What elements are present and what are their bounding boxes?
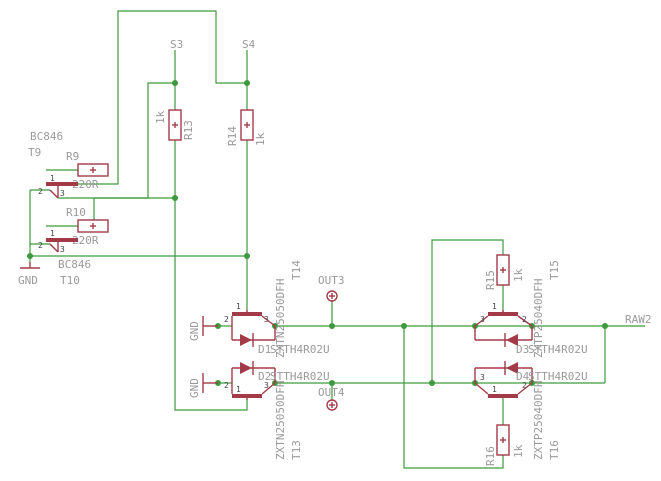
t13-part: ZXTN25050DFH <box>274 381 287 460</box>
t15-pin1: 1 <box>492 302 497 311</box>
gnd-symbol-t13: GND <box>188 373 218 398</box>
t10-pin1: 1 <box>50 229 55 238</box>
t16-pin1: 1 <box>492 385 497 394</box>
r10-value: 220R <box>72 234 99 247</box>
diode-d4[interactable]: D4 STTH4R02U <box>474 361 588 383</box>
r10-name: R10 <box>66 206 86 219</box>
t13-pin1: 1 <box>236 385 241 394</box>
resistor-r13[interactable]: R13 1k <box>154 109 195 141</box>
gnd-label-t13: GND <box>188 378 201 398</box>
transistor-t14[interactable]: 1 2 3 ZXTN25050DFH T14 <box>224 260 303 358</box>
t14-part: ZXTN25050DFH <box>274 279 287 358</box>
t10-part: BC846 <box>58 258 91 271</box>
wires <box>29 10 645 469</box>
t9-name: T9 <box>28 146 41 159</box>
transistor-t13[interactable]: 1 2 3 ZXTN25050DFH T13 <box>224 381 303 460</box>
diode-d3[interactable]: D3 STTH4R02U <box>474 326 588 356</box>
d2-part: STTH4R02U <box>270 370 330 383</box>
t14-pin1: 1 <box>236 302 241 311</box>
net-label-out3: OUT3 <box>318 274 345 287</box>
resistor-r10[interactable]: R10 220R <box>66 206 109 247</box>
t9-pin2: 2 <box>38 187 43 196</box>
t15-pin3: 3 <box>480 315 485 324</box>
d3-name: D3 <box>516 343 529 356</box>
t9-pin3: 3 <box>60 189 65 198</box>
t16-pin2: 2 <box>522 381 527 390</box>
r16-name: R16 <box>484 446 497 466</box>
d4-part: STTH4R02U <box>528 370 588 383</box>
t14-name: T14 <box>290 260 303 280</box>
testpoint-out4[interactable] <box>326 399 338 411</box>
t13-pin2: 2 <box>224 381 229 390</box>
transistor-t16[interactable]: 1 3 2 ZXTP25040DFH T16 <box>474 373 561 460</box>
t16-part: ZXTP25040DFH <box>532 381 545 460</box>
gnd-label-t14: GND <box>188 321 201 341</box>
resistor-r14[interactable]: R14 1k <box>226 109 267 146</box>
resistor-r16[interactable]: R16 1k <box>484 424 525 466</box>
d1-name: D1 <box>258 343 271 356</box>
t10-pin3: 3 <box>60 245 65 254</box>
r13-name: R13 <box>182 120 195 140</box>
diode-d1[interactable]: D1 STTH4R02U <box>231 326 330 356</box>
net-label-s4: S4 <box>242 38 256 51</box>
t13-name: T13 <box>290 440 303 460</box>
t15-part: ZXTP25040DFH <box>532 279 545 358</box>
resistor-r15[interactable]: R15 1k <box>484 254 525 290</box>
r14-name: R14 <box>226 126 239 146</box>
gnd-label-left: GND <box>18 274 38 287</box>
d2-name: D2 <box>258 370 271 383</box>
gnd-symbol-left: GND <box>18 262 40 287</box>
diode-d2[interactable]: D2 STTH4R02U <box>231 361 330 383</box>
t9-part: BC846 <box>30 130 63 143</box>
t14-pin2: 2 <box>224 315 229 324</box>
t14-pin3: 3 <box>264 315 269 324</box>
t10-pin2: 2 <box>38 241 43 250</box>
transistor-t15[interactable]: 1 3 2 ZXTP25040DFH T15 <box>474 260 561 358</box>
testpoint-out3[interactable] <box>326 290 338 302</box>
net-label-raw2: RAW2 <box>625 313 652 326</box>
t15-pin2: 2 <box>522 315 527 324</box>
transistor-t9[interactable]: 1 2 3 BC846 T9 <box>28 130 78 199</box>
r9-name: R9 <box>66 150 79 163</box>
resistor-r9[interactable]: R9 220R <box>66 150 109 191</box>
d1-part: STTH4R02U <box>270 343 330 356</box>
t9-pin1: 1 <box>50 174 55 183</box>
net-label-out4: OUT4 <box>318 386 345 399</box>
t16-name: T16 <box>548 440 561 460</box>
r15-value: 1k <box>512 268 525 282</box>
d4-name: D4 <box>516 370 530 383</box>
r15-name: R15 <box>484 270 497 290</box>
d3-part: STTH4R02U <box>528 343 588 356</box>
t10-name: T10 <box>60 274 80 287</box>
t13-pin3: 3 <box>264 381 269 390</box>
r13-value: 1k <box>154 110 167 124</box>
net-label-s3: S3 <box>170 38 183 51</box>
transistor-t10[interactable]: 1 2 3 BC846 T10 <box>38 229 91 287</box>
gnd-symbol-t14: GND <box>188 316 218 341</box>
t15-name: T15 <box>548 260 561 280</box>
r9-value: 220R <box>72 178 99 191</box>
r16-value: 1k <box>512 444 525 458</box>
r14-value: 1k <box>254 132 267 146</box>
t16-pin3: 3 <box>480 373 485 382</box>
